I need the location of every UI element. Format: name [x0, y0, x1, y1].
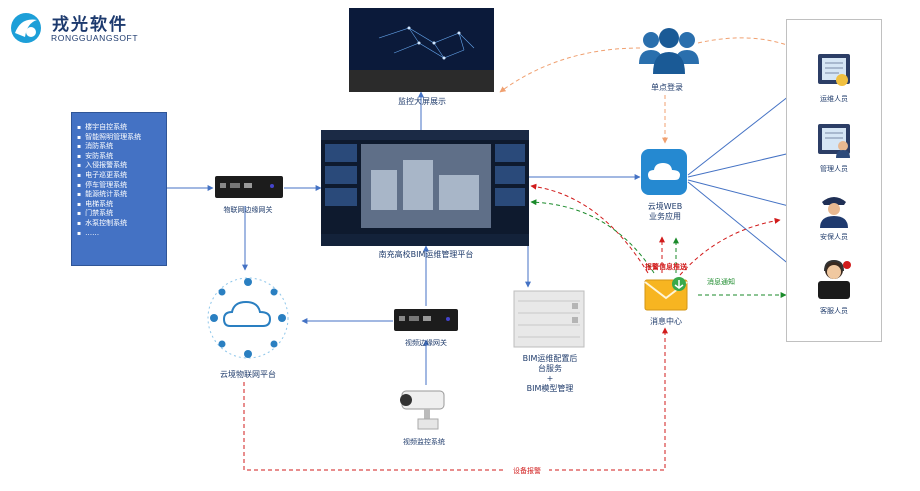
- line-sso-to-screen: [499, 47, 641, 93]
- line-device-alarm: [243, 327, 668, 471]
- subsystems-list-box: 楼宇自控系统智能照明管理系统消防系统安防系统入侵报警系统电子巡更系统停车管理系统…: [71, 112, 167, 266]
- web-app-line-2: 业务应用: [649, 212, 681, 221]
- logo-name-cn: 戎光软件: [52, 15, 128, 35]
- subsystem-item: 停车管理系统: [77, 181, 166, 191]
- monitor-wall-icon: [349, 8, 494, 92]
- people-service-label: 客服人员: [820, 307, 848, 315]
- subsystem-item: 能源统计系统: [77, 190, 166, 200]
- video-gateway-label: 视频边缘网关: [405, 339, 447, 347]
- subsystem-item: 门禁系统: [77, 209, 166, 219]
- subsystems-list: 楼宇自控系统智能照明管理系统消防系统安防系统入侵报警系统电子巡更系统停车管理系统…: [72, 113, 166, 238]
- manager-person-icon: [818, 124, 850, 158]
- platform-screenshot: [321, 130, 529, 246]
- server-icon: [513, 290, 585, 348]
- subsystem-item: 水泵控制系统: [77, 219, 166, 229]
- cloud-iot-label: 云境物联网平台: [220, 370, 276, 379]
- device-alarm-label: 设备报警: [505, 466, 549, 476]
- subsystem-item: ……: [77, 229, 166, 239]
- subsystem-item: 电子巡更系统: [77, 171, 166, 181]
- bim-service-line-2: 台服务: [538, 364, 562, 373]
- people-manager-label: 管理人员: [820, 165, 848, 173]
- line-sso-to-people: [697, 37, 801, 51]
- line-alarm-to-platform: [530, 183, 649, 274]
- web-app-line-1: 云境WEB: [647, 202, 683, 211]
- logo-mark-icon: [11, 13, 41, 43]
- sso-label: 单点登录: [651, 83, 683, 92]
- subsystem-item: 入侵报警系统: [77, 161, 166, 171]
- web-app-icon: [641, 149, 687, 195]
- bim-service-line-4: BIM模型管理: [526, 384, 574, 393]
- subsystem-item: 电梯系统: [77, 200, 166, 210]
- people-operator-label: 运维人员: [820, 95, 848, 103]
- subsystem-item: 安防系统: [77, 152, 166, 162]
- subsystem-item: 智能照明管理系统: [77, 133, 166, 143]
- video-monitor-label: 视频监控系统: [403, 438, 445, 446]
- people-security-label: 安保人员: [820, 233, 848, 241]
- big-screen-label: 监控大屏展示: [398, 97, 446, 106]
- web-app-label: 云境WEB 业务应用: [630, 202, 700, 222]
- platform-label: 南充高校BIM运维管理平台: [378, 250, 474, 259]
- bim-service-line-1: BIM运维配置后: [522, 354, 578, 363]
- msg-notify-label: 消息通知: [707, 278, 735, 286]
- alarm-push-label: 报警信息推送: [645, 263, 687, 271]
- bim-service-label: BIM运维配置后 台服务 + BIM模型管理: [508, 354, 592, 394]
- service-person-icon: [818, 259, 851, 299]
- bim-service-line-3: +: [546, 374, 554, 383]
- line-msg-to-service: [679, 217, 781, 276]
- msg-center-label: 消息中心: [650, 317, 682, 326]
- cloud-iot-icon: [207, 277, 289, 359]
- logo-name-en: RONGGUANGSOFT: [51, 33, 139, 43]
- subsystem-item: 消防系统: [77, 142, 166, 152]
- camera-icon: [400, 390, 445, 430]
- security-person-icon: [820, 197, 848, 228]
- iot-gateway-icon: [215, 176, 283, 198]
- iot-gateway-label: 物联网边缘网关: [223, 206, 273, 214]
- message-envelope-icon: [644, 277, 688, 311]
- video-gateway-icon: [394, 309, 458, 331]
- operator-person-icon: [818, 54, 850, 86]
- subsystem-item: 楼宇自控系统: [77, 123, 166, 133]
- users-group-icon: [639, 28, 699, 74]
